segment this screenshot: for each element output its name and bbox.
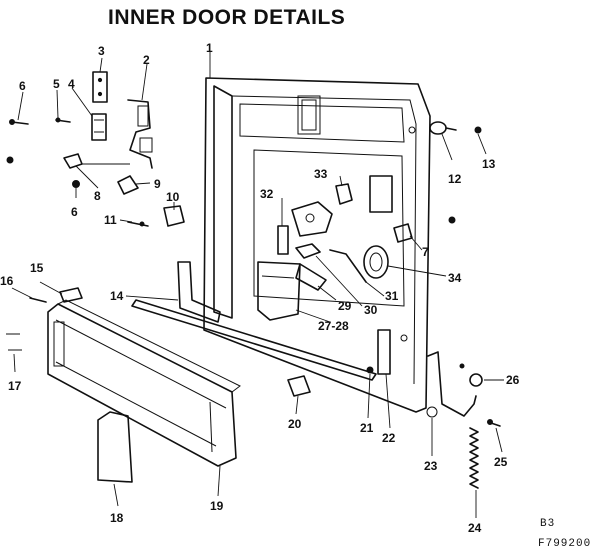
part-24-spring [469,427,479,489]
part-17-labels [6,333,22,351]
part-27-28-dispenser-housing [257,261,301,321]
callout-23: 23 [424,459,438,473]
part-14-hinge-bracket [177,261,221,323]
callout-1: 1 [206,41,213,55]
callout-25: 25 [494,455,508,469]
part-22-strike [377,329,391,375]
callout-21: 21 [360,421,374,435]
drawing-number: F799200 [538,538,591,550]
callout-10: 10 [166,190,180,204]
callout-20: 20 [288,417,302,431]
part-15-clip [59,287,83,303]
part-6-nut-lower [6,156,80,188]
outer-door-panel [47,299,241,467]
callout-13: 13 [482,157,496,171]
callout-4: 4 [68,77,75,91]
callout-34: 34 [448,271,462,285]
part-31-link [329,249,367,283]
callout-29: 29 [338,299,352,313]
part-16-screw [29,297,47,303]
callout-8: 8 [94,189,101,203]
part-4-latch [91,113,107,141]
callout-16: 16 [0,274,14,288]
part-23-hinge-arm [426,351,477,418]
part-29-lever [295,263,327,291]
callout-labels: 1 2 3 4 5 6 6 7 8 9 10 11 12 13 14 15 16… [0,41,520,535]
part-12-hook [429,121,457,135]
callout-31: 31 [385,289,399,303]
callout-6-lower: 6 [71,205,78,219]
callout-27-28: 27-28 [318,319,349,333]
callout-26: 26 [506,373,520,387]
part-34-rinse-cap [363,245,389,279]
part-cluster-mechanism [291,201,333,237]
callout-11: 11 [104,213,117,227]
callout-9: 9 [154,177,161,191]
part-13-screw [474,126,482,134]
part-26-bumper [459,363,483,387]
part-11-screw [127,221,149,227]
callout-24: 24 [468,521,482,535]
callout-12: 12 [448,172,462,186]
callout-22: 22 [382,431,396,445]
inner-door-panel [203,77,431,413]
part-21-rivet [366,366,374,374]
callout-5: 5 [53,77,60,91]
callout-30: 30 [364,303,378,317]
callout-7: 7 [422,245,429,259]
callout-32: 32 [260,187,274,201]
part-3-bracket [92,71,108,103]
part-20-foot [287,375,311,397]
hinge-rail [131,299,377,381]
part-18-insert [97,411,133,483]
callout-17: 17 [8,379,22,393]
part-5-screw [55,117,71,123]
part-33-connector [335,175,393,213]
part-8-clip [63,153,130,169]
part-32-thermostat [277,225,289,255]
callout-18: 18 [110,511,124,525]
page-code: B3 [540,518,555,530]
part-30-spring [295,243,321,259]
callout-2: 2 [143,53,150,67]
part-10-actuator [163,205,185,227]
callout-15: 15 [30,261,44,275]
callout-3: 3 [98,44,105,58]
part-2-switch-assembly [127,99,153,169]
part-6-screw-upper [9,119,29,125]
callout-19: 19 [210,499,224,513]
callout-6-upper: 6 [19,79,26,93]
leader-lines [11,52,504,518]
callout-33: 33 [314,167,328,181]
part-9-cam [117,175,139,195]
part-25-screw [487,419,501,427]
callout-14: 14 [110,289,124,303]
diagram-title: INNER DOOR DETAILS [108,6,345,29]
